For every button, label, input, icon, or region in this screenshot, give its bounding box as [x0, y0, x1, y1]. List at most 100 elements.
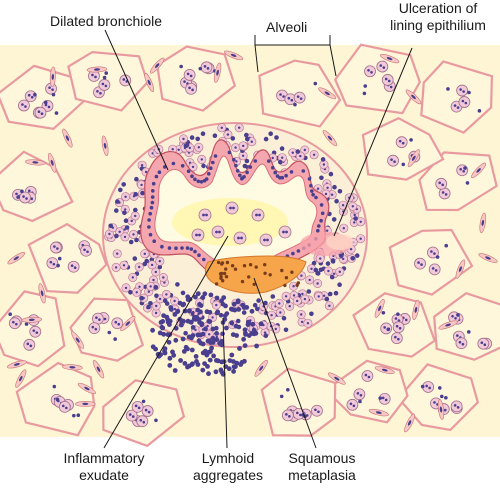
plasma-cell-nucleus	[299, 154, 302, 158]
lymphoid-cell	[249, 308, 255, 314]
septal-cell	[120, 315, 136, 332]
plasma-cell-nucleus	[300, 274, 303, 277]
lymphoid-cell	[182, 361, 188, 366]
lymphoid-cell	[193, 354, 199, 359]
dilated-bronchiole	[140, 139, 354, 294]
epithelial-nucleus	[202, 257, 206, 262]
exudate-cell-nucleus	[266, 238, 269, 242]
squamous-nucleus	[290, 270, 294, 274]
alveolar-cell-nucleus	[56, 263, 60, 268]
macrophage-nucleus	[459, 88, 462, 91]
plasma-cell-nucleus	[140, 183, 143, 187]
exudate-cell-nucleus	[229, 206, 232, 210]
alveolar-macrophage	[19, 191, 31, 204]
macrophage-nucleus	[144, 408, 148, 412]
lymphoid-cell	[150, 327, 156, 333]
exudate-cell	[225, 201, 239, 215]
alveolar-macrophage	[435, 177, 448, 190]
macrophage-nucleus	[186, 72, 190, 76]
lymphoid-cell	[200, 341, 206, 347]
alveolar-cell-nucleus	[396, 312, 400, 316]
lymphoid-cell	[181, 349, 187, 354]
lymphoid-cell	[206, 349, 212, 355]
alveolar-macrophage	[376, 60, 389, 73]
alveolar-macrophage	[46, 257, 59, 270]
macrophage-nucleus	[203, 65, 207, 68]
alveolar-macrophage	[98, 79, 111, 91]
alveolar-cell-nucleus	[51, 92, 56, 97]
macrophage-nucleus	[30, 197, 34, 201]
lymphoid-cell	[237, 346, 242, 351]
plasma-cell-nucleus	[135, 291, 138, 294]
plasma-cell-nucleus	[171, 148, 174, 151]
epithelial-nucleus	[242, 175, 246, 179]
macrophage-nucleus	[29, 344, 33, 348]
plasma-cell-nucleus	[208, 333, 211, 336]
exudate-cell-nucleus	[205, 213, 208, 217]
lymphocyte	[281, 316, 287, 321]
lymphocyte	[325, 261, 331, 266]
macrophage-nucleus	[279, 93, 282, 96]
plasma-cell-nucleus	[226, 133, 230, 136]
plasma-cell-nucleus	[278, 302, 281, 305]
lymphocyte	[212, 133, 218, 138]
plasma-cell-nucleus	[131, 276, 134, 279]
exudate-cell-nucleus	[240, 236, 243, 240]
squamous-nucleus	[248, 263, 253, 267]
epithelial-nucleus	[199, 180, 204, 184]
macrophage-nucleus	[444, 193, 448, 196]
squamous-nucleus	[233, 267, 238, 271]
lymphoid-cell	[224, 325, 229, 331]
lymphocyte	[133, 192, 138, 197]
epithelial-nucleus	[190, 174, 194, 178]
epithelial-nucleus	[180, 164, 185, 168]
macrophage-nucleus	[398, 326, 402, 330]
squamous-nucleus	[219, 276, 223, 280]
plasma-cell-nucleus	[116, 252, 119, 255]
epithelial-nucleus	[171, 161, 176, 166]
septal-cell	[48, 152, 57, 173]
plasma-cell-nucleus	[234, 146, 237, 149]
epithelial-nucleus	[267, 159, 271, 163]
alveolar-macrophage	[34, 106, 47, 119]
lymphocyte	[230, 136, 236, 141]
plasma-cell-nucleus	[149, 285, 152, 288]
epithelial-nucleus	[211, 160, 215, 165]
lymphoid-cell	[242, 343, 248, 348]
lymphoid-cell	[210, 335, 216, 341]
macrophage-nucleus	[101, 82, 105, 86]
label-lymphoid-line1: Lymhoid	[201, 450, 255, 466]
exudate-cell-nucleus	[237, 236, 240, 240]
lymphoid-cell	[180, 336, 186, 342]
plasma-cell-nucleus	[292, 285, 295, 288]
exudate-cell-nucleus	[198, 233, 201, 237]
alveolar-cell-nucleus	[55, 397, 60, 402]
lymphoid-cell	[226, 366, 232, 372]
macrophage-nucleus	[30, 95, 34, 99]
septal-cell	[322, 130, 338, 147]
label-inflammatory-line1: Inflammatory	[63, 450, 145, 466]
macrophage-nucleus	[25, 197, 28, 200]
alveolar-macrophage	[311, 404, 323, 417]
label-lymphoid-line2: aggregates	[192, 467, 264, 483]
macrophage-nucleus	[51, 88, 54, 91]
lymphocyte	[224, 311, 230, 316]
macrophage-nucleus	[456, 106, 460, 109]
lymphocyte	[140, 190, 145, 196]
lymphoid-cell	[190, 333, 196, 338]
lymphocyte	[244, 158, 250, 164]
leader-dilated-bronchiole	[104, 29, 169, 171]
macrophage-nucleus	[299, 413, 302, 417]
alveolar-cell-nucleus	[401, 162, 406, 167]
macrophage-nucleus	[56, 247, 59, 250]
alveolar-cell-nucleus	[286, 387, 290, 392]
alveolar-macrophage	[18, 99, 30, 112]
alveolar-cell-nucleus	[313, 81, 318, 86]
lymphoid-cell	[244, 305, 250, 310]
squamous-nucleus	[280, 268, 284, 273]
plasma-cell-nucleus	[351, 205, 354, 208]
epithelial-nucleus	[193, 177, 197, 182]
septal-cell	[101, 135, 109, 156]
